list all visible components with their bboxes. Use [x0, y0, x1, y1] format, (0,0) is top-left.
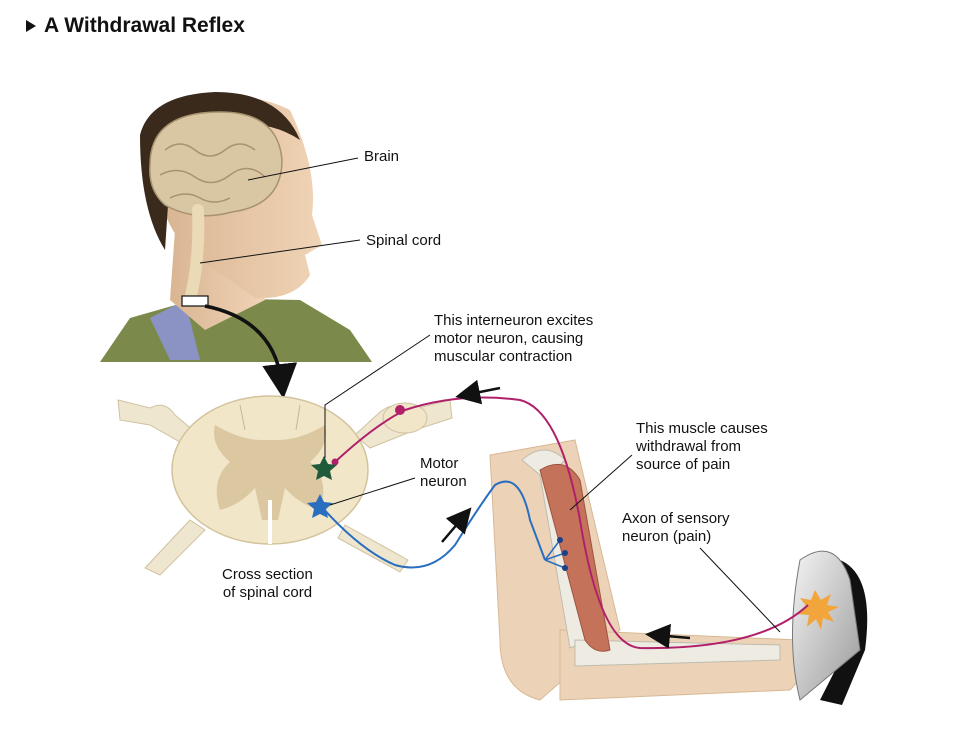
nerve-root-upper-left: [117, 399, 196, 443]
cross-section-label: Cross section of spinal cord: [222, 566, 313, 601]
motor-terminal-dot-2: [562, 550, 568, 556]
spinal-cord-label: Spinal cord: [366, 232, 442, 249]
dorsal-root-ganglion: [382, 402, 428, 434]
section-marker: [181, 295, 209, 307]
motor-neuron-path: [319, 480, 546, 569]
signal-arrow-top: [455, 379, 501, 405]
triangle-bullet-icon: [26, 20, 36, 32]
motor-neuron-cell-icon: [307, 494, 333, 518]
brain-label: Brain: [364, 148, 400, 165]
page-title: A Withdrawal Reflex: [26, 14, 245, 38]
brain-folds: [159, 143, 266, 203]
muscle-label: This muscle causes withdrawal from sourc…: [636, 420, 768, 473]
arm-figure: [489, 439, 807, 701]
interneuron-label: This interneuron excites motor neuron, c…: [434, 312, 594, 365]
brain-shape: [149, 111, 283, 217]
signal-arrow-motor: [441, 507, 472, 543]
motor-neuron-leader: [329, 477, 416, 506]
interneuron-cell-icon: [311, 456, 337, 480]
iron-plate: [792, 550, 861, 701]
motor-terminal-dot-1: [557, 537, 563, 543]
title-text: A Withdrawal Reflex: [44, 14, 245, 37]
motor-neuron-label: Motor neuron: [420, 455, 467, 490]
interneuron-leader: [324, 334, 431, 458]
nerve-root-lower-right: [337, 524, 409, 573]
motor-terminals: [544, 539, 566, 569]
zoom-arrow: [204, 304, 298, 399]
spinal-cross-section: [117, 395, 453, 576]
iron-figure: [792, 550, 868, 705]
spinal-cord-leader: [199, 239, 361, 264]
sensory-axon-leader: [699, 547, 781, 633]
gray-matter: [214, 425, 326, 520]
nerve-root-lower-left: [144, 519, 206, 576]
muscle-leader: [569, 454, 633, 511]
sensory-terminal: [331, 458, 339, 466]
person-figure: [100, 92, 372, 362]
pain-burst-icon: [797, 590, 839, 630]
biceps-muscle: [539, 463, 611, 652]
sensory-cell-body: [395, 405, 405, 415]
motor-terminal-dot-3: [562, 565, 568, 571]
iron-handle: [820, 560, 868, 705]
spinal-cord-in-neck: [184, 204, 205, 306]
signal-arrow-forearm: [645, 623, 691, 649]
brain-leader: [247, 157, 359, 181]
sensory-axon-label: Axon of sensory neuron (pain): [622, 510, 730, 545]
cord-lines: [239, 404, 301, 431]
